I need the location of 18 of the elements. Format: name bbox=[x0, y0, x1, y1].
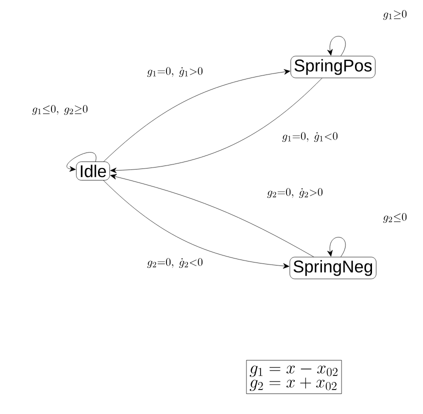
edge-label: $g_1{=}0,\ \dot{g}_1{>}0$ bbox=[146, 66, 204, 78]
loop-arrow bbox=[66, 152, 96, 172]
edge-label: $g_2{=}0,\ \dot{g}_2{<}0$ bbox=[146, 257, 204, 269]
transition-arrow bbox=[103, 69, 290, 162]
loop-arrow bbox=[327, 36, 346, 56]
edge-label: $g_1{\leq}0,\ g_2{\geq}0$ bbox=[31, 104, 89, 116]
transition-arrow bbox=[110, 174, 314, 258]
transition-arrow bbox=[110, 78, 322, 174]
loop-arrow bbox=[327, 237, 346, 258]
edge-label: $g_2{\leq}0$ bbox=[382, 212, 408, 224]
state-box: SpringPos bbox=[290, 56, 376, 78]
state-box: Idle bbox=[76, 162, 110, 180]
edge-label: $g_1{\geq}0$ bbox=[382, 9, 408, 21]
equation-box: $g_1 = x - x_{02}$ $g_2 = x + x_{02}$ bbox=[246, 360, 342, 394]
edge-label: $g_2{=}0,\ \dot{g}_2{>}0$ bbox=[266, 187, 324, 199]
edge-label: $g_1{=}0,\ \dot{g}_1{<}0$ bbox=[281, 131, 339, 143]
transition-arrow bbox=[103, 180, 290, 269]
state-box: SpringNeg bbox=[290, 256, 376, 280]
